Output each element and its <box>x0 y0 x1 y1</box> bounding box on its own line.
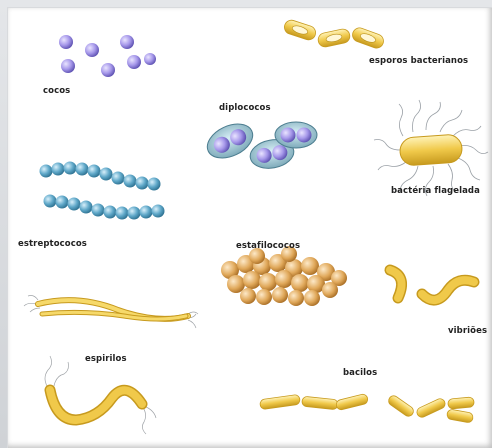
label-vibrioes: vibriões <box>448 326 487 336</box>
label-diplococos: diplococos <box>219 103 271 113</box>
bacilos-cells <box>259 393 474 423</box>
label-espirilos: espirilos <box>85 354 127 364</box>
label-bacilos: bacilos <box>343 368 377 378</box>
esporos-cells <box>283 18 386 50</box>
label-estafilococos: estafilococos <box>236 241 300 251</box>
bacteria-illustrations <box>8 8 492 448</box>
label-cocos: cocos <box>43 86 70 96</box>
espirilo-flagellated <box>45 356 156 434</box>
vibrioes-cells <box>390 270 474 300</box>
bacteria-diagram-sheet: cocos esporos bacterianos diplococos bac… <box>8 8 492 448</box>
estafilococos-cluster <box>221 246 347 306</box>
label-bacteria-flagelada: bactéria flagelada <box>391 186 480 196</box>
cocos-cluster <box>59 35 156 77</box>
diplococos-cells <box>202 117 317 171</box>
estreptococos-chains <box>40 162 165 220</box>
label-estreptococos: estreptococos <box>18 239 87 249</box>
label-esporos-bacterianos: esporos bacterianos <box>369 56 468 66</box>
flagellated-body <box>399 134 463 166</box>
espirilos-cells <box>24 296 198 329</box>
